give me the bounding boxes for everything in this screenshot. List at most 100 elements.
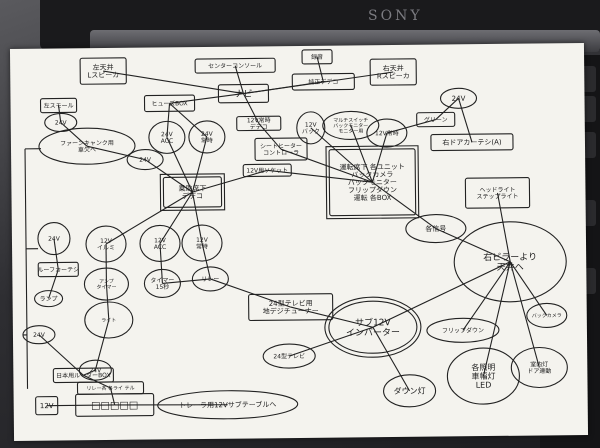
wire-aux-24-to-battery-box [83, 369, 96, 376]
node-v24-tv-label: 24型テレビ [273, 352, 305, 360]
node-down-light-label: ダウン灯 [394, 385, 426, 395]
node-seat-heater-label: シートヒーターコントローラ [260, 142, 302, 157]
wire-navi-to-v12-const-left [242, 93, 260, 124]
node-v12-back-outline [296, 111, 326, 145]
node-v12-socket-outline [242, 163, 292, 178]
node-flip-down-outline [426, 317, 500, 343]
node-dmi-deco-label: 純正デデコ [308, 78, 338, 86]
wire-v12-socket-to-driver-unit [267, 169, 373, 183]
wire-each-signal-to-right-pillar [435, 228, 511, 263]
node-fuse-left-outline [38, 127, 136, 165]
node-each-signal-outline [405, 214, 467, 244]
node-acc-24-outline [148, 120, 186, 154]
wire-light-relay-to-aux-24 [94, 319, 110, 371]
node-seat-heater-outline [254, 137, 308, 161]
node-left-speaker-outline [79, 57, 127, 85]
wire-v12-const-right-to-driver-unit [371, 132, 388, 183]
node-v24-c-label: 24V [48, 236, 61, 243]
node-recorder-label: 録音 [311, 53, 323, 61]
wire-fuse-left-to-v24-b [86, 145, 146, 161]
node-battery-box-label: 日本用ルーターBOX [56, 371, 111, 380]
node-left-speaker-label: 左天井Lスピーカ [87, 62, 119, 79]
wire-pager-deco-to-v12-const [191, 192, 203, 244]
node-navi-outline [217, 83, 270, 104]
node-fuse-left-label: ファーンキャンク用車欠へ [60, 140, 114, 154]
node-v24-b-outline [126, 149, 164, 171]
node-flip-down-label: フリップダウン [442, 326, 484, 334]
wire-navi-to-fuse-box [169, 93, 244, 104]
wire-multi-switch-to-driver-unit [350, 125, 373, 183]
node-fuse-slots-label: □□□□□ [91, 400, 138, 411]
node-right-speaker-label: 右天井Rスピーカ [377, 63, 410, 80]
wire-right-pillar-to-indoor-light [509, 261, 540, 368]
wire-v12-back-to-driver-unit [310, 127, 373, 183]
wire-sub-12v-to-right-pillar [372, 261, 511, 328]
node-v12-const-left-outline [236, 115, 282, 132]
wire-pager-deco-to-v12-acc [159, 191, 193, 244]
wire-const-24-to-pager-deco [191, 136, 208, 193]
wire-relay-to-tv-tuner [210, 278, 291, 308]
node-v24-d-outline [22, 325, 56, 345]
node-step-light-outline [446, 347, 520, 405]
node-light-relay-outline [84, 301, 134, 339]
node-v12-const-label: 12V常時 [196, 237, 209, 251]
node-trailer-outline [157, 390, 299, 420]
node-relay-outline [191, 266, 229, 292]
wire-fuse-box-to-acc-24 [166, 103, 171, 138]
node-lamp-outline [34, 290, 64, 308]
paper-sheet: 左天井Lスピーカ センターコンソール 録音右天井Rスピーカナビ 純正デデコヒューズBO… [9, 43, 589, 441]
laptop-brand-logo: SONY [368, 8, 423, 24]
node-center-console-label: センターコンソール [208, 61, 262, 70]
node-fuse-slots-outline [75, 393, 155, 417]
node-const-24-outline [188, 120, 226, 154]
node-radar-outline [37, 261, 79, 278]
node-amp-left-label: アンプタイマー [96, 279, 116, 291]
node-step-light-label: 各照明車幅灯LED [471, 362, 495, 390]
wire-fuse-slots-to-trailer [114, 404, 228, 406]
node-fuse-box-label: ヒューズBOX [151, 99, 187, 107]
node-each-signal-label: 各信号 [425, 224, 446, 233]
node-relay-label: リレー [201, 276, 219, 283]
node-sub-12v-outline [328, 300, 418, 354]
node-ground-label: グリーン [424, 116, 448, 124]
node-back-camera-label: バックカメラ [532, 313, 562, 319]
wire-radar-to-lamp [48, 269, 59, 299]
node-v24-top-right-outline [439, 87, 478, 109]
node-driver-unit-outline [328, 148, 417, 217]
wire-right-pillar-to-headlight [496, 192, 511, 262]
node-v12-tail-label: 12V [40, 402, 54, 410]
node-indoor-light-outline [510, 346, 568, 389]
node-v12-tail-outline [35, 396, 59, 416]
wire-left-speaker-to-navi [103, 70, 244, 95]
wire-sub-12v-to-down-light [372, 326, 411, 392]
node-trailer-label: トレーラ用12Vサブテーブルへ [179, 400, 276, 410]
node-multi-switch-outline [322, 110, 380, 141]
wire-right-pillar-to-back-camera [509, 261, 548, 316]
node-navi-label: ナビ [234, 89, 252, 100]
node-amp-left-outline [83, 267, 129, 301]
wire-recorder-to-dmi-deco [316, 56, 324, 82]
node-tv-tuner-outline [248, 293, 334, 322]
node-relay-box-label: リレー各 各ライ テル [86, 384, 134, 392]
node-dmi-deco-outline [291, 72, 355, 91]
node-headlight-outline [464, 177, 531, 209]
node-driver-unit-label: 運転席下 各ユニットバックカメラバックモニターフリップダウン運転 各BOX [340, 162, 406, 202]
node-v12-socket-label: 12V用ソケット [246, 167, 288, 174]
node-v12-illum-outline [85, 225, 127, 263]
node-v12-illum-label: 12Vイルミ [97, 238, 115, 252]
node-v12-acc-label: 12VACC [154, 237, 167, 251]
node-radar-label: ルーフカーテシ [37, 266, 79, 273]
wire-pager-deco-to-v12-socket [192, 169, 268, 193]
wire-fuse-box-to-const-24 [169, 102, 208, 138]
node-v12-const-right-outline [366, 118, 408, 148]
wire-relay-box-to-fuse-slots [109, 387, 116, 406]
node-pager-deco-outline [162, 176, 223, 208]
node-v24-c-outline [37, 222, 71, 256]
node-pager-deco-label: 乗助席下デデコ [178, 184, 206, 201]
wire-acc-24-to-pager-deco [166, 137, 193, 193]
node-recorder-outline [301, 49, 333, 65]
node-v24-d-label: 24V [33, 332, 46, 339]
node-aux-24-label: 24V [89, 367, 102, 374]
node-tail-lamp-outline [39, 97, 78, 114]
node-v24-a-label: 24V [55, 120, 68, 127]
